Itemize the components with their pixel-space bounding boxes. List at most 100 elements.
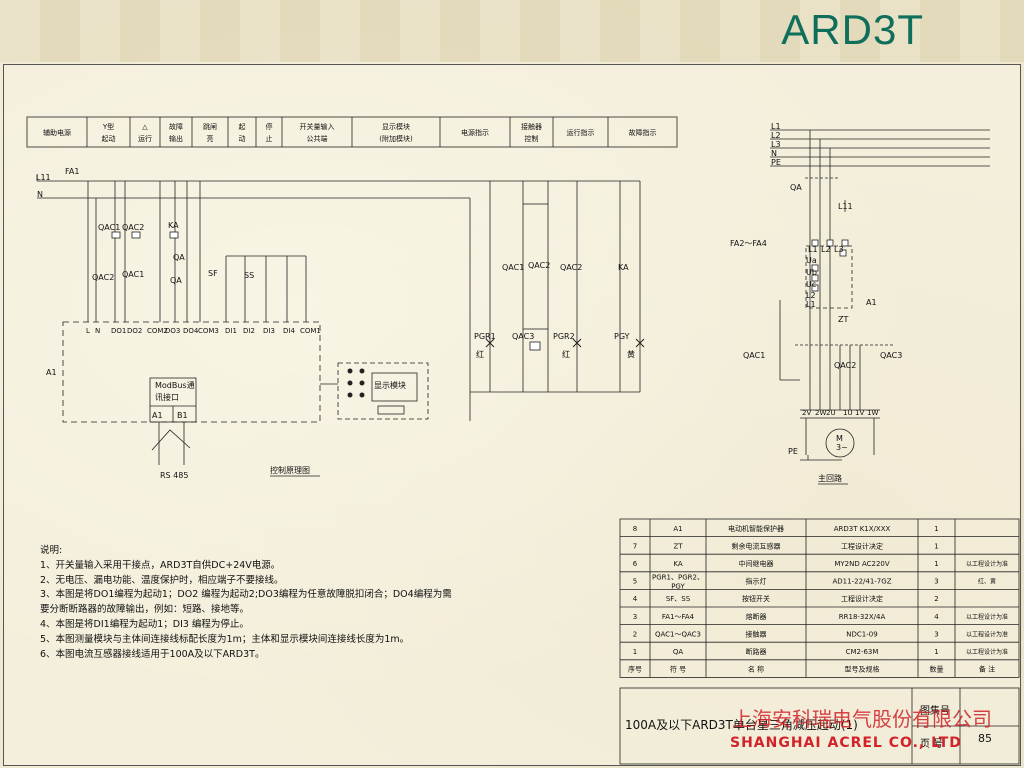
label-pgy: PGY bbox=[614, 332, 630, 341]
terminal-do3: DO3 bbox=[165, 327, 180, 335]
bom-r2-c2: 中间继电器 bbox=[739, 559, 774, 568]
terminal-di3: DI3 bbox=[263, 327, 275, 335]
bom-r2-c5: 以工程设计为准 bbox=[966, 560, 1008, 568]
bom-r4-c3: 工程设计决定 bbox=[841, 594, 883, 603]
terminal-di2: DI2 bbox=[243, 327, 255, 335]
label-red-1: 红 bbox=[476, 349, 484, 359]
bom-r0-c1: A1 bbox=[673, 525, 682, 533]
bom-r5-c5: 以工程设计为准 bbox=[966, 613, 1008, 621]
motor-terminal-1v: 1V bbox=[855, 409, 864, 417]
page-number: 85 bbox=[978, 732, 992, 745]
terminal-di1: DI1 bbox=[225, 327, 237, 335]
motor-terminal-2v: 2V bbox=[802, 409, 811, 417]
main-pe: PE bbox=[788, 447, 798, 456]
terminal-com3: COM3 bbox=[198, 327, 219, 335]
page-label: 页 号 bbox=[920, 739, 944, 750]
bom-r0-c3: ARD3T K1X/XXX bbox=[834, 525, 891, 533]
decorative-border bbox=[0, 0, 1024, 62]
bom-r1-c1: ZT bbox=[673, 542, 683, 550]
motor-terminal-2u: 2U bbox=[826, 409, 836, 417]
table-cell-8-b: (附加模块) bbox=[379, 134, 413, 143]
table-cell-8-a: 显示模块 bbox=[382, 122, 410, 131]
terminal-l: L bbox=[86, 327, 90, 335]
note-7: 6、本图电流互感器接线适用于100A及以下ARD3T。 bbox=[40, 648, 265, 660]
note-2: 2、无电压、漏电功能、温度保护时，相应端子不要接线。 bbox=[40, 574, 284, 586]
phase-pe: PE bbox=[771, 158, 781, 167]
table-cell-6-b: 止 bbox=[266, 134, 273, 143]
bom-r0-c4: 1 bbox=[934, 525, 938, 533]
bom-r6-c3: NDC1-09 bbox=[846, 630, 877, 638]
a1-term-l1: L1 bbox=[808, 245, 818, 254]
table-cell-10-b: 控制 bbox=[525, 134, 539, 143]
label-a1: A1 bbox=[46, 368, 57, 377]
table-cell-2-a: △ bbox=[142, 123, 148, 131]
terminal-n: N bbox=[95, 327, 100, 335]
label-ka-top: KA bbox=[168, 221, 179, 230]
bom-r4-c4: 2 bbox=[934, 595, 938, 603]
bom-r1-c4: 1 bbox=[934, 542, 938, 550]
table-cell-7-b: 公共端 bbox=[307, 134, 328, 143]
label-qa-a: QA bbox=[173, 253, 185, 262]
bom-r1-c0: 7 bbox=[633, 542, 637, 550]
label-modbus-line2: 讯接口 bbox=[155, 392, 179, 402]
bom-header-3: 型号及规格 bbox=[845, 665, 880, 674]
bom-r7-c5: 以工程设计为准 bbox=[966, 648, 1008, 656]
phase-l1: L1 bbox=[771, 122, 781, 131]
bom-r6-c5: 以工程设计为准 bbox=[966, 630, 1008, 638]
label-qac1-r: QAC1 bbox=[502, 263, 524, 272]
label-ka-r: KA bbox=[618, 263, 629, 272]
control-caption: 控制原理图 bbox=[270, 465, 310, 475]
bom-header-4: 数量 bbox=[930, 665, 944, 674]
bom-r6-c2: 接触器 bbox=[746, 629, 767, 638]
bom-r3-c1-b: PGY bbox=[671, 583, 685, 591]
label-modbus-line1: ModBus通 bbox=[155, 380, 195, 390]
table-cell-3-a: 故障 bbox=[169, 122, 183, 131]
bom-r1-c2: 剩余电流互感器 bbox=[732, 541, 781, 550]
bom-r4-c2: 按钮开关 bbox=[742, 594, 770, 603]
label-ss: SS bbox=[244, 271, 254, 280]
label-red-2: 红 bbox=[562, 349, 570, 359]
bom-r6-c4: 3 bbox=[934, 630, 938, 638]
function-table-labels: 辅助电源Y型起动△运行故障输出跳闸亮起动停止开关量输入公共端显示模块(附加模块)… bbox=[43, 122, 657, 143]
label-modbus-b1: B1 bbox=[177, 411, 188, 420]
main-qac3: QAC3 bbox=[880, 351, 902, 360]
main-l11: L11 bbox=[838, 202, 853, 211]
lines bbox=[26, 116, 990, 485]
label-display: 显示模块 bbox=[374, 380, 406, 390]
a1-term-l3: L3 bbox=[834, 245, 844, 254]
table-cell-9: 电源指示 bbox=[461, 128, 489, 137]
main-uc: Uc bbox=[806, 280, 816, 289]
bom-r5-c3: RR18-32X/4A bbox=[839, 613, 886, 621]
label-qac2-r2: QAC2 bbox=[560, 263, 582, 272]
main-ua: Ua bbox=[806, 256, 817, 265]
motor-label-line2: 3~ bbox=[836, 443, 848, 452]
motor-terminal-1w: 1W bbox=[867, 409, 878, 417]
bom-r0-c2: 电动机智能保护器 bbox=[728, 524, 784, 533]
label-qac2-top: QAC2 bbox=[122, 223, 144, 232]
motor-terminal-2w: 2W bbox=[815, 409, 826, 417]
terminal-do2: DO2 bbox=[127, 327, 142, 335]
a1-term-l2: L2 bbox=[821, 245, 831, 254]
bom-r3-c4: 3 bbox=[934, 578, 938, 586]
table-cell-4-b: 亮 bbox=[207, 134, 214, 143]
phase-l2: L2 bbox=[771, 131, 781, 140]
label-qac3: QAC3 bbox=[512, 332, 534, 341]
bom-header-0: 序号 bbox=[628, 665, 642, 674]
bom-r5-c0: 3 bbox=[633, 613, 637, 621]
bom-header-5: 备 注 bbox=[979, 665, 995, 674]
terminal-do4: DO4 bbox=[183, 327, 199, 335]
title-block bbox=[619, 687, 1020, 765]
bom-r5-c1: FA1～FA4 bbox=[662, 613, 695, 621]
bom-r4-c1: SF、SS bbox=[666, 595, 691, 603]
label-rs485: RS 485 bbox=[160, 471, 188, 480]
bom-r5-c4: 4 bbox=[934, 613, 939, 621]
lamp-symbols bbox=[485, 338, 645, 348]
bom-header-1: 符 号 bbox=[670, 665, 686, 674]
bom-r7-c3: CM2-63M bbox=[846, 648, 879, 656]
display-leds bbox=[347, 368, 365, 398]
notes-title: 说明: bbox=[40, 545, 63, 556]
company-name-en: SHANGHAI ACREL CO., LTD bbox=[730, 735, 962, 751]
label-qa-b: QA bbox=[170, 276, 182, 285]
